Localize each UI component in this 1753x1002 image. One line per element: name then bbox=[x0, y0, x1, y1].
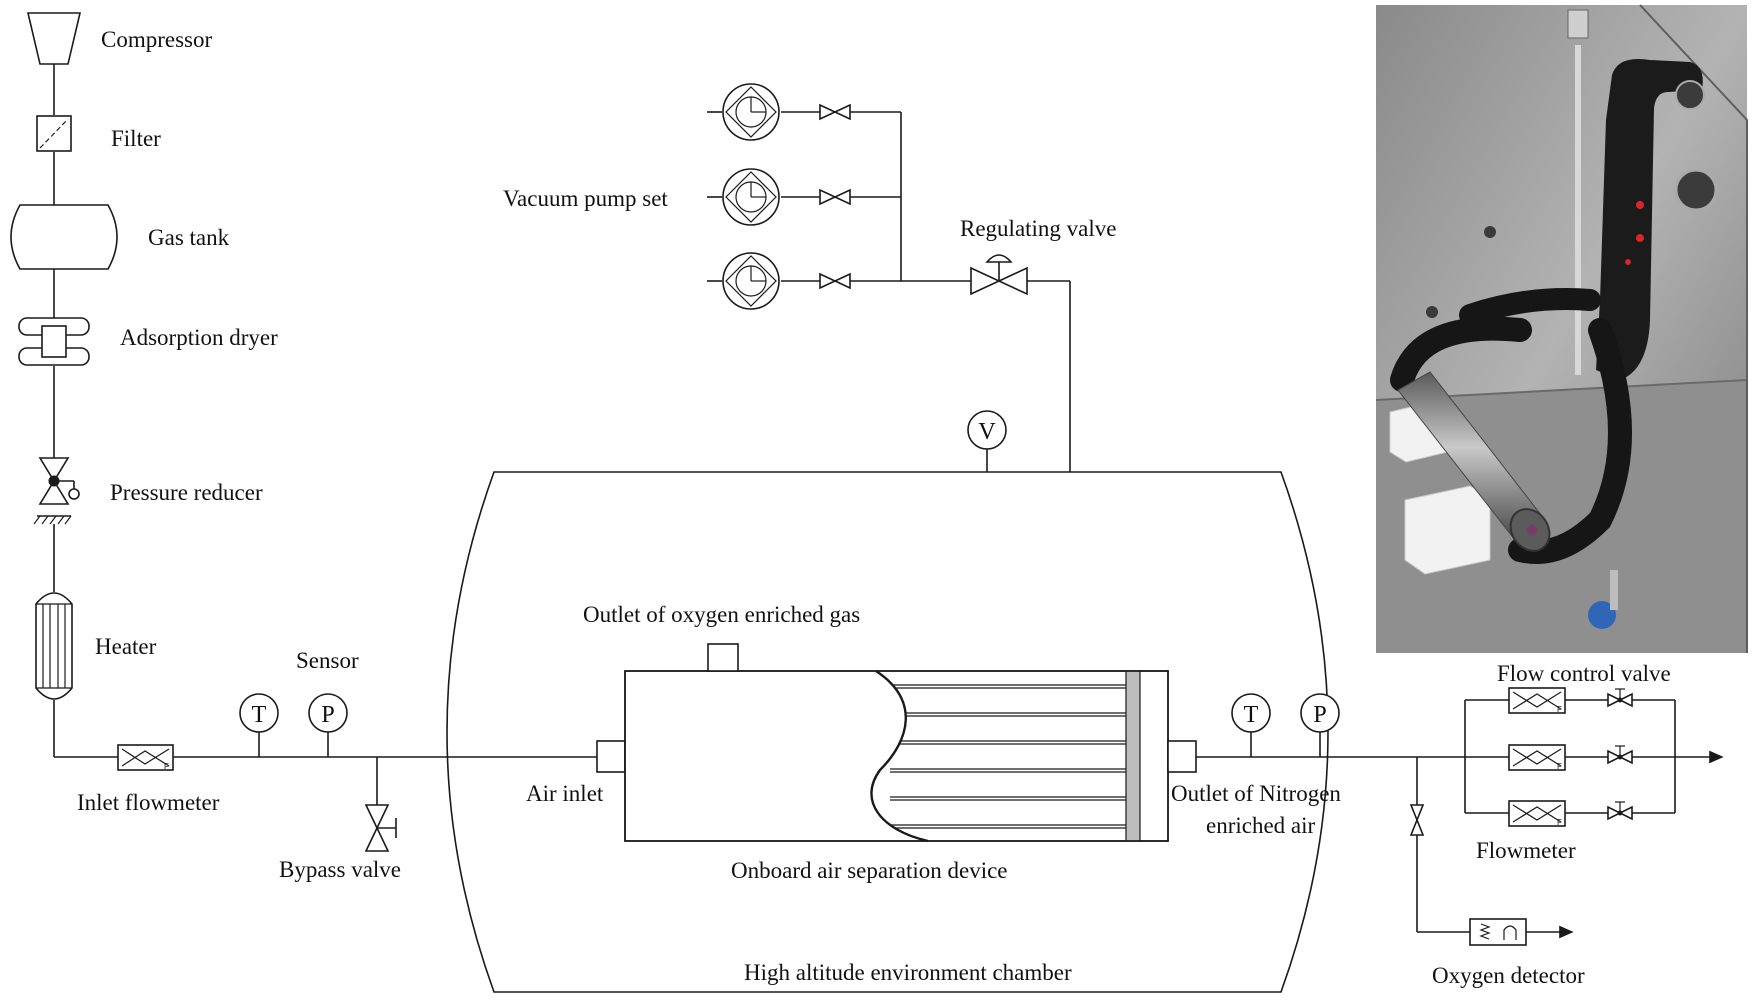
pressure-reducer-label: Pressure reducer bbox=[110, 480, 263, 505]
regulating-valve-icon bbox=[970, 254, 1028, 296]
pressure-symbol: P bbox=[1313, 702, 1326, 728]
heater-icon bbox=[35, 592, 73, 700]
pressure-symbol: P bbox=[321, 702, 334, 728]
flow-control-valve-1 bbox=[1607, 688, 1633, 708]
device-photo bbox=[1375, 4, 1748, 653]
flowmeter-2: F bbox=[1508, 744, 1566, 771]
high-altitude-chamber bbox=[446, 471, 1329, 993]
flow-control-valve-2 bbox=[1607, 745, 1633, 765]
air-inlet-label: Air inlet bbox=[526, 781, 604, 806]
flowmeter-label: Flowmeter bbox=[1476, 838, 1576, 863]
gas-tank-icon bbox=[10, 204, 118, 270]
detector-branch bbox=[1409, 757, 1574, 939]
pressure-sensor-right: P bbox=[1300, 693, 1340, 757]
pump-valve-3 bbox=[819, 272, 851, 290]
vacuum-pump-2 bbox=[722, 168, 780, 226]
heater-label: Heater bbox=[95, 634, 157, 659]
vacuum-pump-1 bbox=[722, 83, 780, 141]
vacuum-piping bbox=[707, 111, 1071, 472]
pump-valve-1 bbox=[819, 103, 851, 121]
temperature-sensor-left: T bbox=[239, 693, 279, 757]
bypass-valve-icon bbox=[364, 757, 397, 852]
chamber-label: High altitude environment chamber bbox=[744, 960, 1072, 985]
inlet-flowmeter-label: Inlet flowmeter bbox=[77, 790, 220, 815]
svg-text:F: F bbox=[1557, 762, 1562, 771]
sensor-label: Sensor bbox=[296, 648, 359, 673]
bypass-valve-label: Bypass valve bbox=[279, 857, 401, 882]
oxygen-outlet-port bbox=[707, 643, 739, 672]
nitrogen-outlet-port bbox=[1167, 740, 1197, 773]
regulating-valve-label: Regulating valve bbox=[960, 216, 1117, 241]
temperature-symbol: T bbox=[1244, 702, 1259, 728]
filter-label: Filter bbox=[111, 126, 161, 151]
pump-valve-2 bbox=[819, 188, 851, 206]
svg-text:F: F bbox=[1557, 818, 1562, 827]
filter-icon bbox=[36, 115, 72, 152]
nitrogen-outlet-label-2: enriched air bbox=[1206, 813, 1316, 838]
oxygen-outlet-label: Outlet of oxygen enriched gas bbox=[583, 602, 860, 627]
air-inlet-port bbox=[596, 740, 626, 773]
temperature-symbol: T bbox=[252, 702, 267, 728]
pressure-sensor-left: P bbox=[308, 693, 348, 757]
flow-control-valve-label: Flow control valve bbox=[1497, 661, 1671, 686]
svg-text:F: F bbox=[1557, 705, 1562, 714]
nitrogen-outlet-label-1: Outlet of Nitrogen bbox=[1171, 781, 1341, 806]
compressor-label: Compressor bbox=[101, 27, 213, 52]
compressor-icon bbox=[26, 12, 82, 65]
vacuum-pump-set-label: Vacuum pump set bbox=[503, 186, 668, 211]
pressure-reducer-icon bbox=[33, 457, 80, 525]
flowmeter-3: F bbox=[1508, 800, 1566, 827]
air-separation-device bbox=[624, 669, 1169, 843]
temperature-sensor-right: T bbox=[1231, 693, 1271, 757]
flowmeter-1: F bbox=[1508, 687, 1566, 714]
inlet-flowmeter-icon: F bbox=[117, 744, 174, 771]
oxygen-detector-label: Oxygen detector bbox=[1432, 963, 1585, 988]
flow-manifold bbox=[1464, 699, 1724, 814]
device-label: Onboard air separation device bbox=[731, 858, 1008, 883]
adsorption-dryer-label: Adsorption dryer bbox=[120, 325, 278, 350]
gas-tank-label: Gas tank bbox=[148, 225, 230, 250]
vacuum-symbol: V bbox=[978, 419, 996, 445]
flow-control-valve-3 bbox=[1607, 801, 1633, 821]
supply-line bbox=[53, 64, 118, 758]
vacuum-pump-3 bbox=[722, 252, 780, 310]
vacuum-gauge: V bbox=[967, 410, 1007, 472]
svg-text:F: F bbox=[164, 762, 169, 771]
oxygen-detector-icon bbox=[1469, 918, 1527, 946]
adsorption-dryer-icon bbox=[18, 317, 90, 366]
